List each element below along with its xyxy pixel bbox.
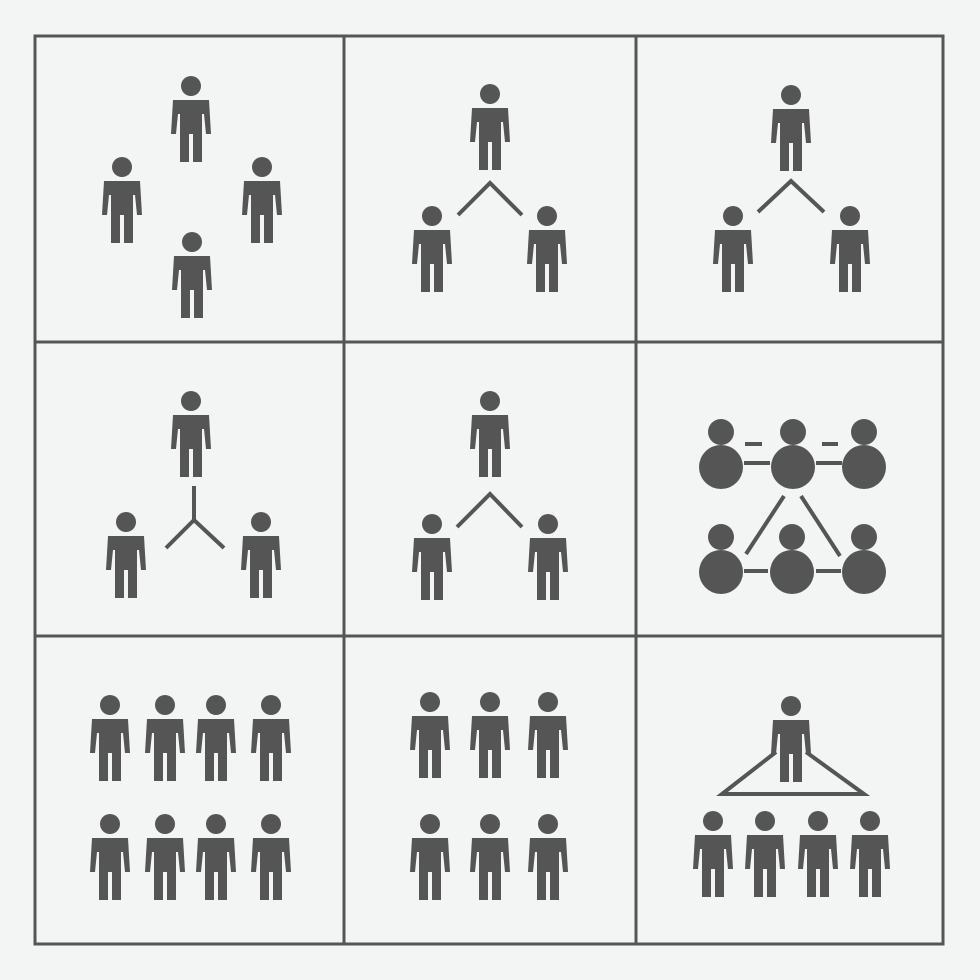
grid-frame <box>33 34 945 946</box>
hierarchy-one-to-two-icon <box>713 85 870 292</box>
team-of-six-icon <box>410 692 568 900</box>
hierarchy-fork-one-to-two-icon <box>106 391 281 598</box>
network-circles-icon <box>699 419 886 594</box>
team-of-eight-icon <box>90 695 291 900</box>
manager-with-four-reports-icon <box>693 696 890 897</box>
hierarchy-one-to-two-icon <box>412 391 568 600</box>
hierarchy-one-to-two-icon <box>412 84 567 292</box>
scattered-people-icon <box>102 76 282 318</box>
